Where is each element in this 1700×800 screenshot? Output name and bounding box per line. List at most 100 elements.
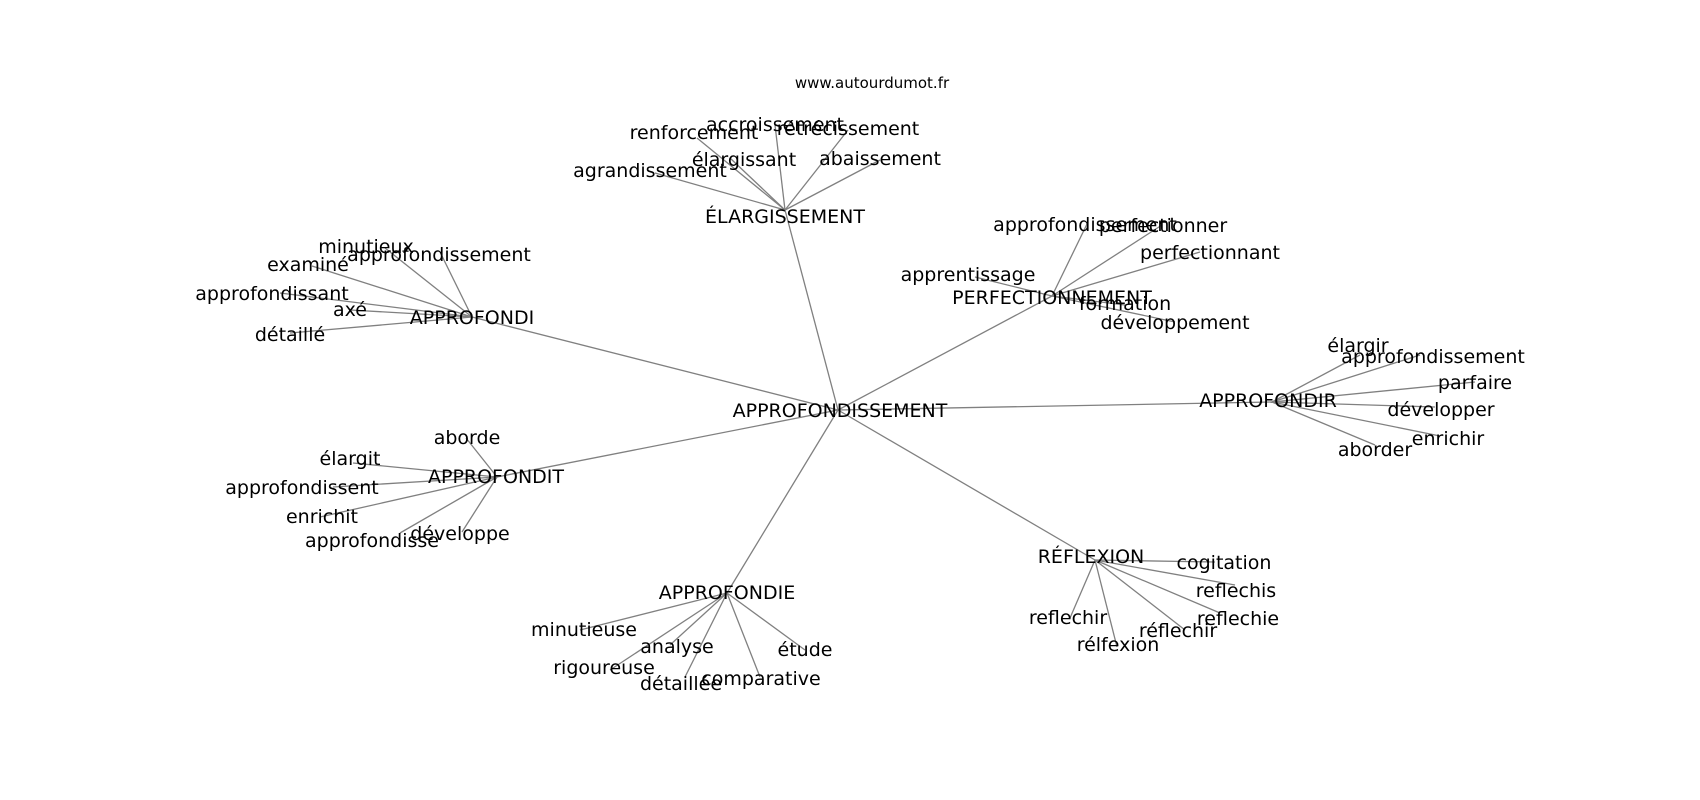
leaf-node[interactable]: élargit [320, 448, 381, 470]
edge-hub-leaf [289, 316, 473, 334]
edge-hub-leaf [609, 592, 728, 671]
leaf-node[interactable]: parfaire [1438, 372, 1512, 394]
hub-node[interactable]: APPROFONDIR [1199, 390, 1337, 412]
leaf-node[interactable]: enrichir [1412, 428, 1485, 450]
leaf-node[interactable]: agrandissement [573, 160, 727, 182]
graph-labels: APPROFONDISSEMENT ÉLARGISSEMENT accroissem… [195, 114, 1525, 695]
leaf-node[interactable]: renforcement [630, 122, 759, 144]
edge-hub-leaf [1271, 401, 1441, 437]
edge-hub-leaf [1094, 559, 1216, 563]
edge-hub-leaf [1051, 295, 1176, 323]
edge-hub-leaf [774, 124, 786, 211]
edge-hub-leaf [319, 476, 498, 518]
leaf-node[interactable]: analyse [640, 636, 713, 658]
leaf-node[interactable]: rélfexion [1077, 634, 1160, 656]
edge-hub-leaf [1271, 401, 1436, 408]
edge-center-hub [471, 316, 839, 411]
edge-hub-leaf [1271, 381, 1476, 403]
edge-hub-leaf [669, 592, 728, 646]
hub-node[interactable]: APPROFONDIT [428, 466, 564, 488]
edge-hub-leaf [784, 159, 881, 211]
leaf-node[interactable]: minutieux [318, 236, 414, 258]
leaf-node[interactable]: aborder [1338, 439, 1413, 461]
edge-hub-leaf [654, 172, 786, 211]
graph-edges [279, 124, 1476, 678]
edge-hub-leaf [332, 476, 498, 488]
edge-hub-leaf [726, 592, 761, 678]
leaf-node[interactable]: approfondissant [195, 283, 348, 305]
hub-node[interactable]: RÉFLEXION [1038, 545, 1145, 568]
leaf-node[interactable]: élargissant [692, 149, 796, 171]
edge-center-hub [784, 209, 839, 411]
edge-center-hub [837, 401, 1273, 411]
leaf-node[interactable]: abaissement [819, 148, 941, 170]
leaf-node[interactable]: aborde [434, 427, 501, 449]
leaf-node[interactable]: élargir [1327, 335, 1388, 357]
edge-hub-leaf [1094, 559, 1186, 631]
leaf-node[interactable]: étude [778, 639, 833, 661]
leaf-node[interactable]: approfondissement [993, 214, 1177, 236]
leaf-node[interactable]: approfondissement [1341, 346, 1525, 368]
leaf-node[interactable]: développe [410, 523, 509, 545]
edge-hub-leaf [384, 247, 473, 318]
edge-hub-leaf [1271, 401, 1376, 446]
leaf-node[interactable]: formation [1079, 293, 1171, 315]
hub-node[interactable]: APPROFONDI [410, 307, 534, 329]
edge-hub-leaf [279, 292, 473, 318]
hub-node[interactable]: APPROFONDIE [659, 582, 795, 604]
edge-hub-leaf [1051, 295, 1126, 306]
leaf-node[interactable]: détaillé [255, 324, 325, 346]
leaf-node[interactable]: apprentissage [901, 264, 1036, 286]
edge-hub-leaf [784, 129, 849, 211]
leaf-node[interactable]: reflechie [1197, 608, 1279, 630]
leaf-node[interactable]: approfondissement [347, 244, 531, 266]
edge-hub-leaf [399, 476, 498, 534]
leaf-node[interactable]: réflechir [1139, 620, 1218, 642]
leaf-node[interactable]: approfondisse [305, 530, 439, 552]
leaf-node[interactable]: développement [1100, 312, 1249, 334]
edge-hub-leaf [461, 476, 498, 533]
leaf-node[interactable]: examiné [267, 254, 349, 276]
leaf-node[interactable]: axé [333, 299, 367, 321]
edge-hub-leaf [974, 276, 1053, 297]
edge-hub-leaf [684, 592, 728, 678]
leaf-node[interactable]: reflechis [1196, 580, 1276, 602]
leaf-node[interactable]: comparative [701, 668, 820, 690]
leaf-node[interactable]: rétrécissement [777, 118, 920, 140]
edge-hub-leaf [1271, 354, 1421, 403]
edge-hub-leaf [1094, 559, 1236, 586]
edge-hub-leaf [729, 157, 786, 211]
leaf-node[interactable]: développer [1387, 399, 1494, 421]
edge-hub-leaf [1051, 221, 1089, 297]
edge-hub-leaf [349, 309, 473, 318]
leaf-node[interactable]: minutieuse [531, 619, 637, 641]
leaf-node[interactable]: perfectionner [1099, 215, 1228, 237]
leaf-node[interactable]: accroissement [706, 114, 844, 136]
edge-hub-leaf [311, 265, 473, 318]
leaf-node[interactable]: cogitation [1177, 552, 1272, 574]
edge-hub-leaf [1094, 559, 1118, 648]
edge-center-hub [726, 409, 839, 594]
edge-hub-leaf [1069, 559, 1096, 619]
edge-hub-leaf [696, 137, 786, 211]
leaf-node[interactable]: perfectionnant [1140, 242, 1280, 264]
edge-center-hub [496, 409, 839, 478]
edge-hub-leaf [726, 592, 806, 651]
center-node[interactable]: APPROFONDISSEMENT [733, 400, 948, 422]
leaf-node[interactable]: approfondissent [225, 477, 378, 499]
edge-hub-leaf [439, 251, 473, 318]
edge-hub-leaf [1094, 559, 1221, 614]
edge-hub-leaf [1271, 354, 1361, 403]
edge-center-hub [837, 409, 1096, 561]
source-watermark: www.autourdumot.fr [795, 74, 950, 92]
leaf-node[interactable]: rigoureuse [553, 657, 655, 679]
edge-hub-leaf [1051, 224, 1163, 297]
edge-hub-leaf [465, 437, 498, 478]
leaf-node[interactable]: détaillée [640, 673, 722, 695]
leaf-node[interactable]: reflechir [1029, 607, 1108, 629]
hub-node[interactable]: ÉLARGISSEMENT [705, 205, 865, 228]
hub-node[interactable]: PERFECTIONNEMENT [952, 287, 1152, 309]
edge-center-hub [837, 295, 1053, 411]
leaf-node[interactable]: enrichit [286, 506, 358, 528]
